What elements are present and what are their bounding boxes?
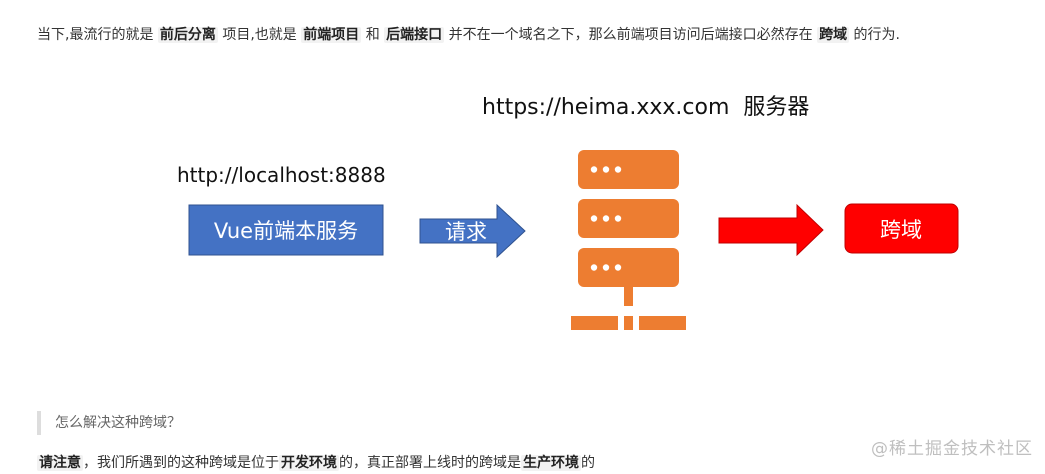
intro-text-3: 和 — [361, 27, 385, 43]
note-bold-3: 生产环境 — [521, 455, 581, 471]
intro-bold-4: 跨域 — [817, 27, 850, 43]
intro-text-2: 项目,也就是 — [217, 27, 302, 43]
intro-text-5: 的行为. — [849, 27, 900, 43]
client-box-label: Vue前端本服务 — [214, 219, 358, 243]
server-label: https://heima.xxx.com 服务器 — [482, 95, 809, 120]
cross-domain-box-label: 跨域 — [880, 218, 922, 242]
cross-domain-diagram: https://heima.xxx.com 服务器 http://localho… — [177, 95, 959, 330]
note-paragraph: 请注意，我们所遇到的这种跨域是位于开发环境的，真正部署上线时的跨域是生产环境的 — [37, 452, 595, 474]
request-arrow-label: 请求 — [445, 220, 487, 244]
client-url-label: http://localhost:8888 — [177, 163, 386, 187]
request-arrow: 请求 — [419, 203, 526, 259]
note-text-3: 的 — [581, 455, 595, 471]
server-icon — [571, 150, 686, 330]
intro-text-4: 并不在一个域名之下，那么前端项目访问后端接口必然存在 — [444, 27, 818, 43]
intro-text-1: 当下,最流行的就是 — [37, 27, 158, 43]
blockquote: 怎么解决这种跨域？ — [37, 411, 181, 435]
note-text-1: ，我们所遇到的这种跨域是位于 — [83, 455, 279, 471]
intro-bold-3: 后端接口 — [384, 27, 445, 43]
cross-domain-box: 跨域 — [844, 203, 959, 254]
note-bold-1: 请注意 — [37, 455, 83, 471]
intro-bold-2: 前端项目 — [301, 27, 362, 43]
note-bold-2: 开发环境 — [279, 455, 339, 471]
intro-bold-1: 前后分离 — [157, 27, 218, 43]
intro-paragraph: 当下,最流行的就是 前后分离 项目,也就是 前端项目 和 后端接口 并不在一个域… — [37, 24, 1027, 46]
note-text-2: 的，真正部署上线时的跨域是 — [339, 455, 521, 471]
client-box: Vue前端本服务 — [188, 204, 384, 256]
blockquote-text: 怎么解决这种跨域？ — [55, 415, 181, 431]
cross-domain-arrow — [718, 203, 824, 257]
watermark: @稀土掘金技术社区 — [871, 439, 1033, 459]
